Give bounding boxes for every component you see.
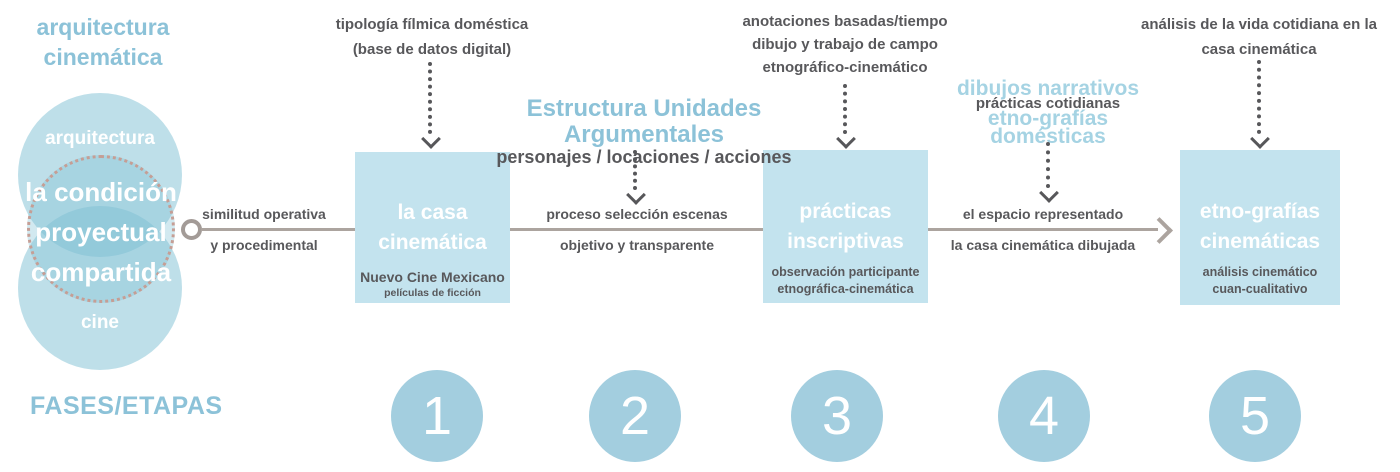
phase5-box-title-line2: cinemáticas [1199, 230, 1321, 253]
venn-center-line2: proyectual [35, 217, 167, 247]
annotation-phase1: tipología fílmica doméstica (base de dat… [302, 12, 562, 62]
venn-center-line1: la condición [25, 177, 177, 207]
venn-label-arquitectura: arquitectura [45, 128, 155, 149]
timeline-caption-phase4: el espacio representado la casa cinemáti… [933, 206, 1153, 254]
timeline-start-ring-icon [181, 219, 202, 240]
annotation-phase1-line2: (base de datos digital) [352, 41, 512, 58]
annotation-phase4-sub: prácticas cotidianas [975, 95, 1121, 112]
annotation-phase2-sub: personajes / locaciones / acciones [496, 147, 792, 167]
annotation-phase5: análisis de la vida cotidiana en la casa… [1119, 12, 1399, 62]
phase5-box-title-line1: etno-grafías [1199, 200, 1321, 223]
timeline-caption-phase1-below: y procedimental [210, 237, 318, 253]
timeline-caption-phase1-above: similitud operativa [202, 206, 326, 222]
annotation-phase4-heading2: etno-grafías domésticas [987, 107, 1109, 148]
timeline-caption-phase2-above: proceso selección escenas [546, 206, 728, 222]
phase3-box-title-line1: prácticas [799, 200, 892, 223]
timeline-caption-phase4-above: el espacio representado [962, 206, 1124, 222]
annotation-phase5-line2: casa cinemática [1201, 41, 1317, 58]
annotation-phase2-heading: Estructura Unidades Argumentales [526, 95, 762, 148]
annotation-phase5-line1: análisis de la vida cotidiana en la [1141, 16, 1377, 33]
phase5-box-subtitle: análisis cinemático cuan-cualitativo [1180, 264, 1340, 298]
annotation-phase3: anotaciones basadas/tiempo dibujo y trab… [705, 10, 985, 79]
annotation-phase4: dibujos narrativos prácticas cotidianas … [928, 77, 1168, 148]
phase-circle-2: 2 [589, 370, 681, 462]
annotation-phase3-line3: etnográfico-cinemático [762, 59, 928, 76]
annotation-phase1-line1: tipología fílmica doméstica [335, 16, 529, 33]
annotation-phase3-line1: anotaciones basadas/tiempo [742, 13, 948, 30]
phase3-box-sub-line1: observación participante [771, 265, 920, 279]
dotted-arrowhead-phase1-icon [421, 129, 441, 149]
phase1-box-title: la casa cinemática [355, 198, 510, 258]
phase-circle-5: 5 [1209, 370, 1301, 462]
phase-circle-4: 4 [998, 370, 1090, 462]
diagram-title-line1: arquitectura [36, 14, 170, 40]
timeline-caption-phase1: similitud operativa y procedimental [179, 206, 349, 254]
dotted-arrow-phase2 [633, 150, 637, 190]
phase-circle-1: 1 [391, 370, 483, 462]
dotted-arrowhead-phase5-icon [1250, 129, 1270, 149]
timeline-line [201, 228, 1158, 231]
venn-label-cine: cine [80, 312, 120, 333]
dotted-arrowhead-phase3-icon [836, 129, 856, 149]
phase5-box: etno-grafías cinemáticas análisis cinemá… [1180, 150, 1340, 305]
annotation-phase4-heading1: dibujos narrativos [956, 77, 1140, 100]
timeline-caption-phase2: proceso selección escenas objetivo y tra… [527, 206, 747, 254]
phase5-box-sub-line1: análisis cinemático [1202, 265, 1318, 279]
annotation-phase3-line2: dibujo y trabajo de campo [752, 36, 938, 53]
timeline-caption-phase2-below: objetivo y transparente [559, 237, 715, 253]
phase3-box-title-line2: inscriptivas [787, 230, 904, 253]
diagram-title: arquitectura cinemática [18, 12, 188, 72]
dotted-arrow-phase1 [428, 62, 432, 134]
dotted-arrowhead-phase4-icon [1039, 183, 1059, 203]
dotted-arrow-phase5 [1257, 60, 1261, 134]
venn-center-label: la condición proyectual compartida [8, 172, 194, 292]
venn-dashed-circle [27, 155, 175, 303]
phase1-box-sub-line2: películas de ficción [384, 287, 481, 299]
phase1-box-subtitle: Nuevo Cine Mexicano películas de ficción [355, 269, 510, 300]
fases-etapas-label: FASES/ETAPAS [30, 392, 223, 420]
annotation-phase2: Estructura Unidades Argumentales persona… [455, 96, 833, 167]
phase3-box: prácticas inscriptivas observación parti… [763, 150, 928, 303]
phase3-box-title: prácticas inscriptivas [763, 197, 928, 257]
phase1-box-title-line1: la casa [397, 201, 468, 224]
phase-circle-3: 3 [791, 370, 883, 462]
phase1-box-sub-line1: Nuevo Cine Mexicano [360, 269, 505, 285]
dotted-arrow-phase3 [843, 84, 847, 134]
venn-center-line3: compartida [30, 257, 172, 287]
timeline-caption-phase4-below: la casa cinemática dibujada [950, 237, 1136, 253]
dotted-arrowhead-phase2-icon [626, 185, 646, 205]
dotted-arrow-phase4 [1046, 142, 1050, 188]
diagram-title-line2: cinemática [43, 44, 163, 70]
phase5-box-sub-line2: cuan-cualitativo [1212, 282, 1308, 296]
phase1-box: la casa cinemática Nuevo Cine Mexicano p… [355, 152, 510, 303]
phase1-box-title-line2: cinemática [378, 231, 487, 254]
phase5-box-title: etno-grafías cinemáticas [1180, 197, 1340, 257]
phase3-box-subtitle: observación participante etnográfica-cin… [763, 264, 928, 298]
phase3-box-sub-line2: etnográfica-cinemática [777, 282, 914, 296]
